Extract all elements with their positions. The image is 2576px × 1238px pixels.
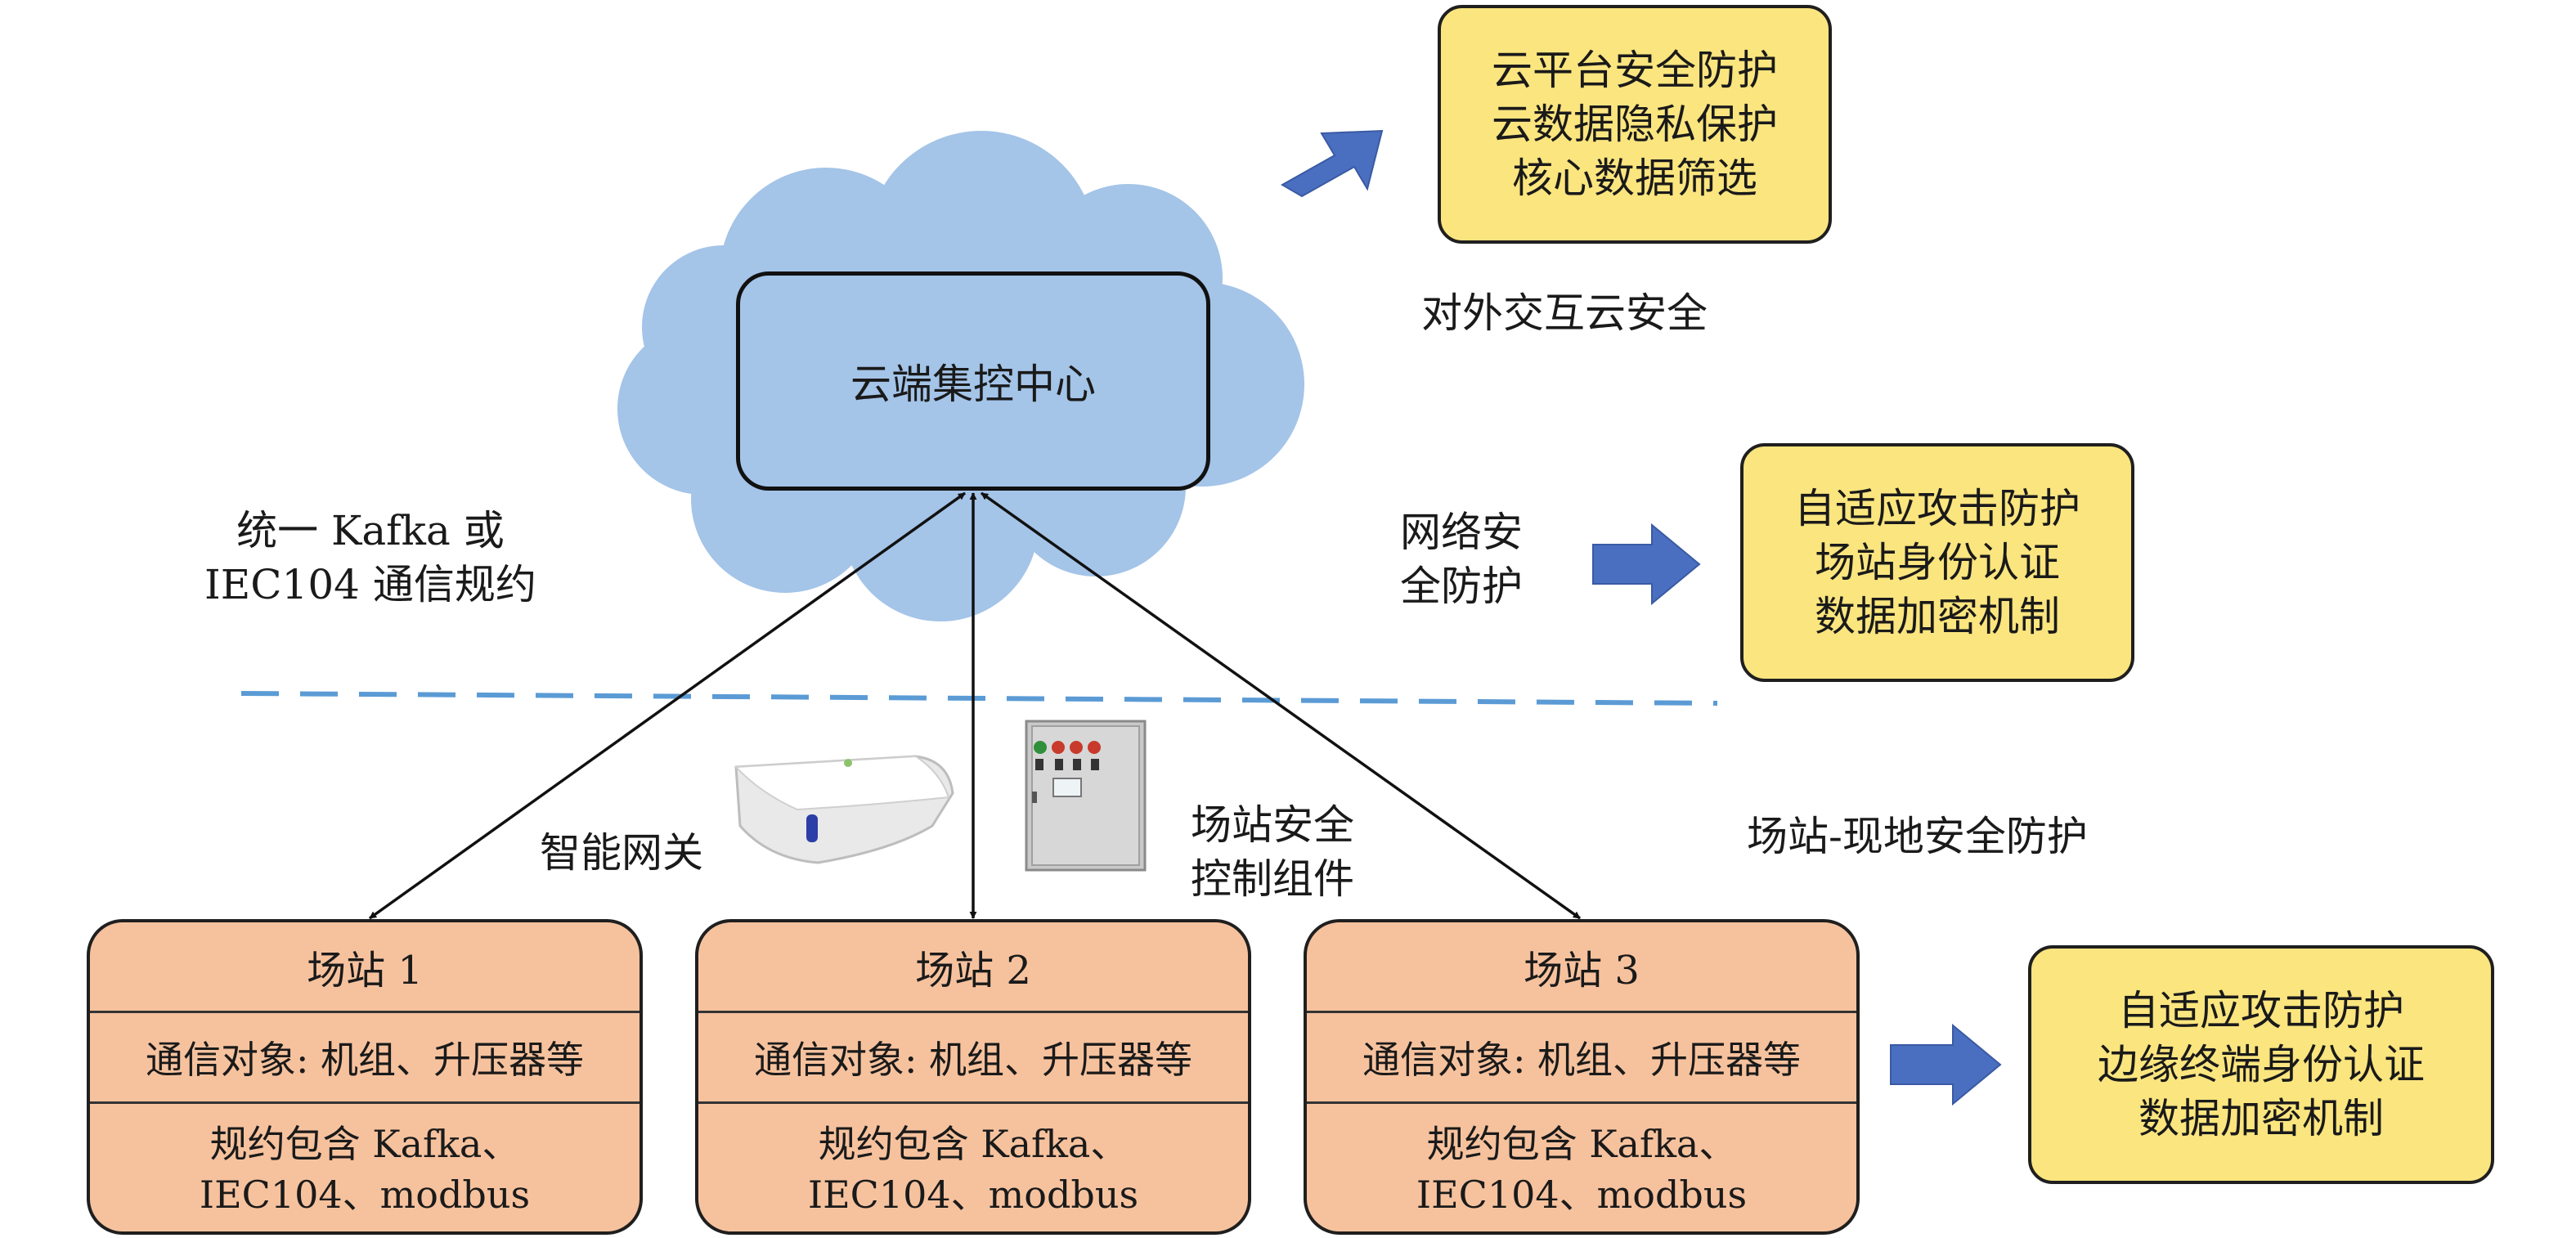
protocol-note-line: IEC104 通信规约 xyxy=(204,561,536,608)
control-cabinet-icon xyxy=(1025,720,1147,872)
station-objects: 通信对象: 机组、升压器等 xyxy=(90,1011,640,1104)
station-card: 场站 1 通信对象: 机组、升压器等 规约包含 Kafka、 IEC104、mo… xyxy=(87,919,643,1235)
network-security-item: 数据加密机制 xyxy=(1815,593,2060,640)
station-protocol-line: 规约包含 Kafka、 xyxy=(818,1121,1129,1166)
dashed-divider xyxy=(240,691,1718,706)
network-security-caption-line: 全防护 xyxy=(1400,563,1523,610)
station-protocol: 规约包含 Kafka、 IEC104、modbus xyxy=(698,1104,1248,1231)
cloud-control-center-label: 云端集控中心 xyxy=(850,361,1096,408)
network-security-item: 场站身份认证 xyxy=(1815,539,2060,586)
station-title: 场站 1 xyxy=(307,948,423,994)
station-protocol-line: 规约包含 Kafka、 xyxy=(1426,1121,1737,1166)
arrow-to-site-security xyxy=(1890,1023,2002,1106)
site-security-item: 边缘终端身份认证 xyxy=(2098,1041,2425,1088)
network-security-box: 自适应攻击防护 场站身份认证 数据加密机制 xyxy=(1740,443,2134,682)
station-protocol-line: 规约包含 Kafka、 xyxy=(209,1121,520,1166)
site-security-caption: 场站-现地安全防护 xyxy=(1747,813,2088,860)
cloud-security-box: 云平台安全防护 云数据隐私保护 核心数据筛选 xyxy=(1438,5,1832,244)
station-objects: 通信对象: 机组、升压器等 xyxy=(1307,1011,1856,1104)
gateway-label: 智能网关 xyxy=(540,829,703,877)
network-security-caption-line: 网络安 xyxy=(1400,509,1523,556)
station-title: 场站 3 xyxy=(1524,948,1640,994)
cloud-security-item: 核心数据筛选 xyxy=(1512,155,1757,202)
cloud-control-center: 云端集控中心 xyxy=(736,271,1210,491)
arrow-to-cloud-security xyxy=(1280,129,1384,198)
cloud-security-item: 云平台安全防护 xyxy=(1492,47,1778,94)
station-protocol-line: IEC104、modbus xyxy=(1416,1173,1748,1217)
station-protocol: 规约包含 Kafka、 IEC104、modbus xyxy=(90,1104,640,1231)
link-station1 xyxy=(368,491,967,920)
station-protocol: 规约包含 Kafka、 IEC104、modbus xyxy=(1307,1104,1856,1231)
smart-gateway-icon xyxy=(734,755,954,864)
station-protocol-line: IEC104、modbus xyxy=(807,1173,1139,1217)
control-component-label: 场站安全 控制组件 xyxy=(1191,798,1354,906)
control-component-label-line: 场站安全 xyxy=(1191,801,1354,849)
site-security-item: 数据加密机制 xyxy=(2138,1095,2384,1142)
cloud-security-caption: 对外交互云安全 xyxy=(1421,289,1708,337)
protocol-note: 统一 Kafka 或 IEC104 通信规约 xyxy=(204,504,536,612)
control-component-label-line: 控制组件 xyxy=(1191,855,1354,903)
network-security-caption: 网络安 全防护 xyxy=(1400,505,1523,613)
station-card: 场站 2 通信对象: 机组、升压器等 规约包含 Kafka、 IEC104、mo… xyxy=(695,919,1251,1235)
protocol-note-line: 统一 Kafka 或 xyxy=(236,507,505,554)
site-security-item: 自适应攻击防护 xyxy=(2118,987,2404,1034)
station-protocol-line: IEC104、modbus xyxy=(199,1173,531,1217)
cloud-security-item: 云数据隐私保护 xyxy=(1492,101,1778,148)
station-objects: 通信对象: 机组、升压器等 xyxy=(698,1011,1248,1104)
station-card: 场站 3 通信对象: 机组、升压器等 规约包含 Kafka、 IEC104、mo… xyxy=(1304,919,1860,1235)
site-security-box: 自适应攻击防护 边缘终端身份认证 数据加密机制 xyxy=(2028,945,2494,1184)
network-security-item: 自适应攻击防护 xyxy=(1794,485,2080,532)
station-title: 场站 2 xyxy=(915,948,1031,994)
link-station3 xyxy=(980,491,1582,920)
arrow-to-network-security xyxy=(1592,523,1701,606)
